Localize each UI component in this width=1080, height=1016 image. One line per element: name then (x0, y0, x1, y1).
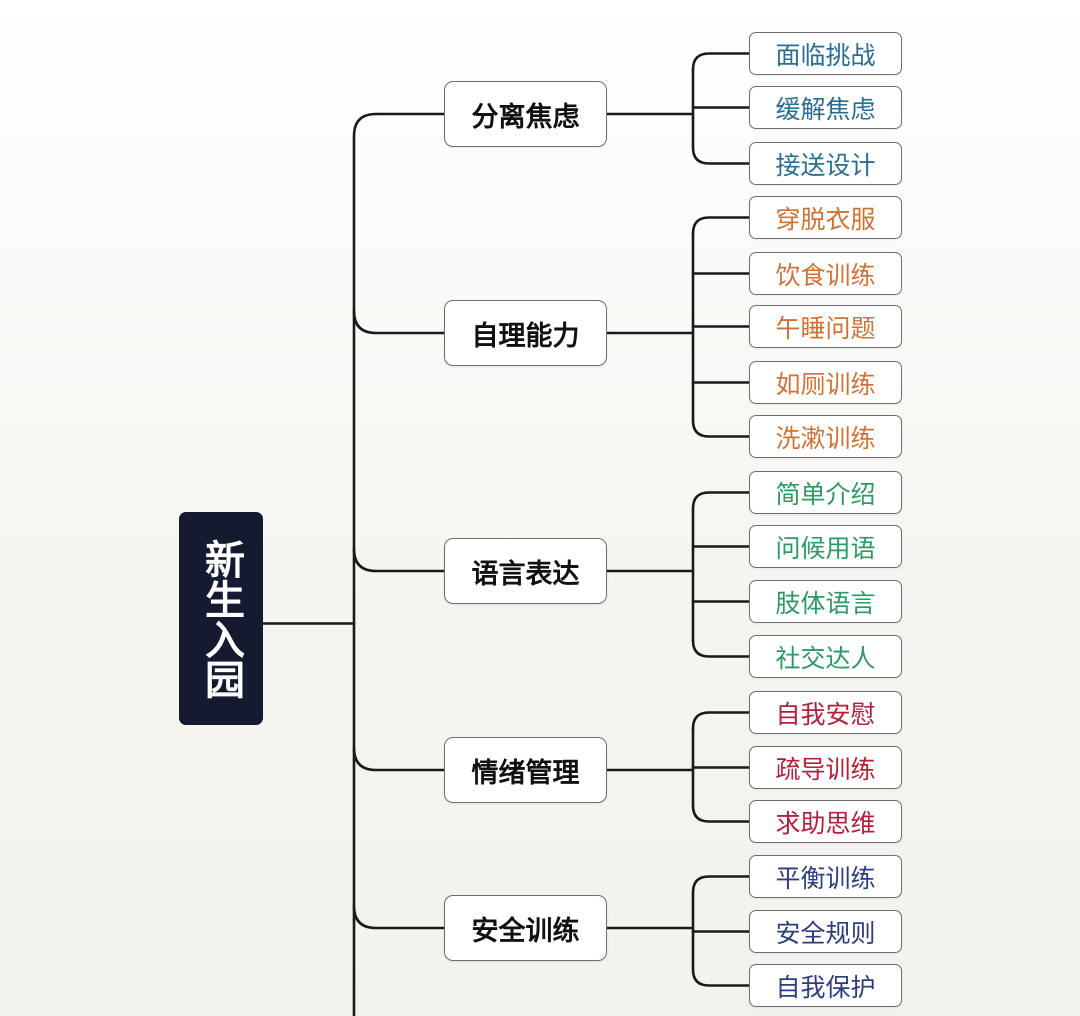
leaf-node: 面临挑战 (749, 32, 902, 75)
leaf-connector (691, 216, 751, 235)
leaf-connector (691, 804, 751, 823)
branch-node: 情绪管理 (444, 737, 607, 803)
branch-node: 分离焦虑 (444, 81, 607, 147)
branch-connector (352, 904, 446, 930)
spine-line (352, 112, 378, 1016)
leaf-connector (691, 639, 751, 658)
branch-node: 安全训练 (444, 895, 607, 961)
leaf-node: 缓解焦虑 (749, 86, 902, 129)
leaf-node: 安全规则 (749, 910, 902, 953)
leaf-node: 疏导训练 (749, 746, 902, 789)
branch-node: 自理能力 (444, 300, 607, 366)
leaf-connector (691, 146, 751, 165)
leaf-node: 问候用语 (749, 525, 902, 568)
leaf-node: 穿脱衣服 (749, 196, 902, 239)
leaf-node: 肢体语言 (749, 580, 902, 623)
branch-connector (352, 746, 446, 772)
branch-node: 语言表达 (444, 538, 607, 604)
leaf-node: 社交达人 (749, 635, 902, 678)
root-node: 新生入园 (179, 512, 263, 725)
leaf-connector (691, 968, 751, 987)
leaf-node: 自我安慰 (749, 691, 902, 734)
leaf-node: 简单介绍 (749, 471, 902, 514)
leaf-node: 洗漱训练 (749, 415, 902, 458)
leaf-node: 自我保护 (749, 964, 902, 1007)
leaf-node: 如厕训练 (749, 361, 902, 404)
leaf-connector (691, 419, 751, 438)
leaf-connector (691, 875, 751, 894)
leaf-node: 接送设计 (749, 142, 902, 185)
leaf-node: 平衡训练 (749, 855, 902, 898)
leaf-connector (691, 491, 751, 510)
leaf-node: 求助思维 (749, 800, 902, 843)
leaf-node: 饮食训练 (749, 252, 902, 295)
branch-connector (352, 309, 446, 335)
branch-connector (352, 547, 446, 573)
leaf-connector (691, 52, 751, 71)
leaf-node: 午睡问题 (749, 305, 902, 348)
leaf-connector (691, 711, 751, 730)
